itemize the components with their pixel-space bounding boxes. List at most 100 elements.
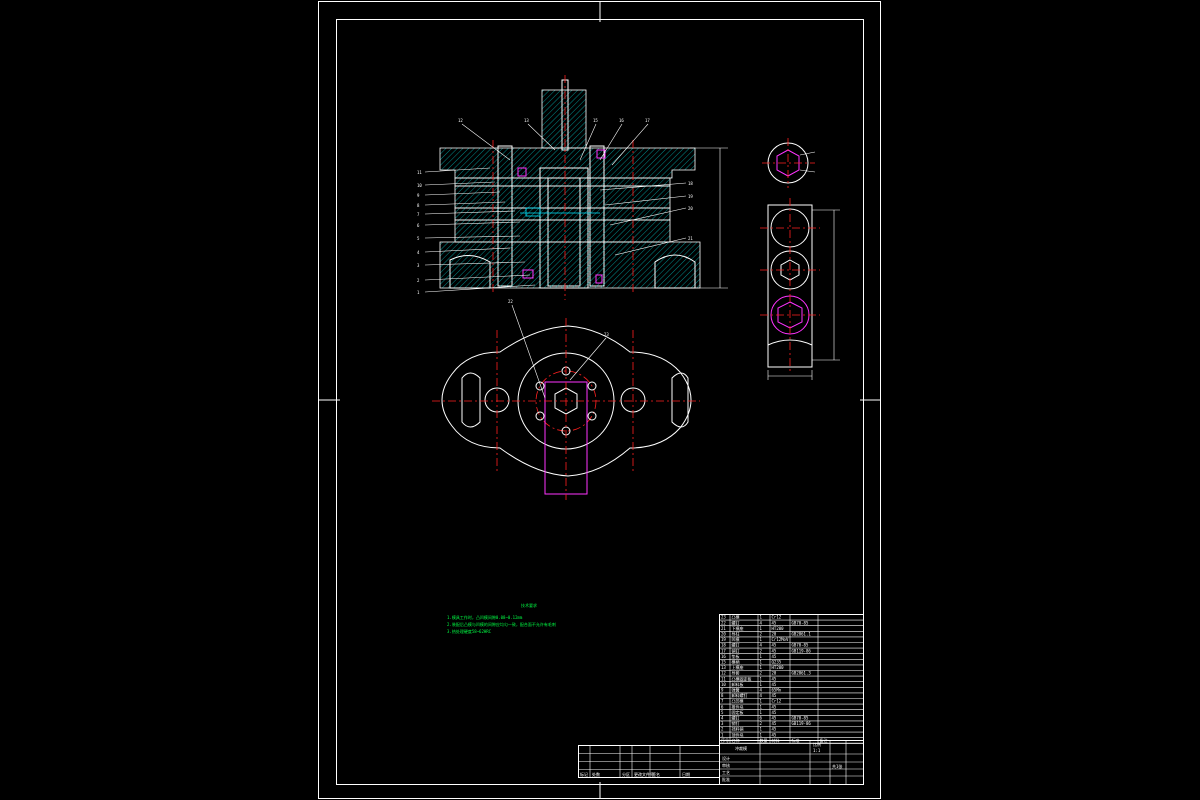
parts-row-cell: 螺钉	[732, 619, 740, 625]
parts-table-frame	[719, 614, 864, 744]
note-line-2: 2.装配后凸模与凹模的间隙应均匀一致，配合面不允许有毛刺	[447, 621, 556, 627]
balloons-right: 18 19 20 21	[599, 181, 693, 256]
revision-block: 标记 处数 分区 更改文件号 签名 日期	[578, 745, 720, 778]
balloon-11: 11	[417, 170, 422, 175]
parts-row-cell: 3	[721, 721, 724, 726]
balloon-17: 17	[645, 118, 650, 123]
balloon-22: 22	[508, 299, 513, 304]
parts-row-cell: 45	[772, 727, 777, 732]
parts-row-cell: 凸模固定板	[732, 675, 752, 681]
parts-row-cell: 4	[760, 688, 763, 693]
balloon-18: 18	[688, 181, 693, 186]
parts-row-cell: 4	[760, 643, 763, 648]
shank	[541, 89, 587, 149]
bolt-hole-6	[535, 381, 545, 391]
parts-header-cell: 材料	[772, 737, 780, 743]
slot-left	[461, 372, 481, 428]
parts-row-cell: 推件块	[732, 703, 744, 709]
parts-row-cell: 20	[721, 632, 726, 637]
parts-row-cell: 凹模	[732, 636, 740, 642]
sheet-inner-border	[336, 19, 864, 785]
parts-row-cell: 12	[721, 671, 726, 676]
strip-layout	[760, 198, 840, 380]
parts-row-cell: 9	[721, 688, 724, 693]
die-set-outline	[441, 325, 692, 477]
parts-row-cell: HT200	[772, 665, 785, 670]
parts-row-cell: 45	[772, 676, 777, 681]
backing-plate	[454, 177, 671, 187]
screw-upper	[517, 167, 527, 177]
bolt-hole-3	[587, 411, 597, 421]
parts-row-cell: 1	[760, 660, 763, 665]
parts-row-cell: HT200	[772, 626, 785, 631]
balloon-9: 9	[417, 193, 420, 198]
rev-col-mark: 标记	[580, 771, 588, 777]
parts-row-cell: 固定板	[732, 709, 744, 715]
parts-row-cell: 导柱	[732, 631, 740, 637]
parts-header-cell: 名称	[732, 737, 740, 743]
parts-row-cell: 1	[760, 727, 763, 732]
parts-header-cell: 数量	[760, 737, 768, 743]
parts-row-cell: GB70-85	[792, 620, 809, 625]
parts-row-cell: 1	[760, 704, 763, 709]
parts-row-cell: 1	[760, 654, 763, 659]
parts-row-cell: 1	[760, 699, 763, 704]
balloon-19: 19	[688, 194, 693, 199]
parts-row-cell: 1	[760, 682, 763, 687]
balloon-15: 15	[593, 118, 598, 123]
note-line-3: 3.热处理硬度58~62HRC	[447, 628, 492, 634]
parts-header-cell: 备注	[820, 737, 828, 743]
title-block-title: 冲裁模	[735, 745, 747, 751]
balloon-7: 7	[417, 212, 420, 217]
parts-row-cell: 销钉	[732, 720, 740, 726]
balloons-top: 12 13 15 16 17	[458, 118, 650, 166]
screw-lower-right	[595, 274, 603, 284]
balloon-4: 4	[417, 250, 420, 255]
parts-row-cell: 导套	[732, 670, 740, 676]
parts-row-cell: 2	[760, 648, 763, 653]
lower-flange-right	[654, 254, 696, 289]
stripper-plate	[454, 207, 671, 221]
parts-row-cell: 45	[772, 721, 777, 726]
lower-die-set	[439, 241, 701, 289]
parts-row-cell: 22	[721, 620, 726, 625]
balloon-5: 5	[417, 236, 420, 241]
balloon-12: 12	[458, 118, 463, 123]
balloon-13: 13	[524, 118, 529, 123]
balloon-2: 2	[417, 278, 420, 283]
parts-row-cell: 螺钉	[732, 715, 740, 721]
technical-notes: 技术要求 1.模具工作时，凸凹模间隙0.08~0.12mm 2.装配后凸模与凹模…	[447, 602, 556, 634]
parts-row-cell: 2	[760, 671, 763, 676]
punch-plate	[454, 185, 671, 209]
balloon-8: 8	[417, 203, 420, 208]
parts-row-cell: 2	[760, 721, 763, 726]
leaders-left	[424, 167, 536, 293]
rev-col-docno: 更改文件号	[634, 771, 654, 777]
parts-row-cell: 4	[760, 693, 763, 698]
sheet-outer-border	[318, 1, 881, 799]
row-label-process: 工艺	[722, 770, 730, 775]
parts-row-cell: GB119-86	[792, 721, 812, 726]
row-label-check: 审核	[722, 762, 730, 768]
title-block: 冲裁模 比例 1:1 共1张 设计 审核 工艺 批准	[719, 740, 864, 785]
balloon-1: 1	[417, 290, 420, 295]
parts-row-cell: 45	[772, 704, 777, 709]
parts-row-cell: 卸料螺钉	[732, 692, 748, 698]
parts-row-cell: 45	[772, 710, 777, 715]
parts-row-cell: 15	[721, 660, 726, 665]
section-view	[439, 75, 728, 300]
parts-row-cell: 垫板	[732, 653, 740, 659]
part-detail-circle	[762, 138, 816, 188]
parts-row-cell: 45	[772, 643, 777, 648]
parts-row-cell: 1	[760, 637, 763, 642]
parts-row-cell: 2	[721, 727, 724, 732]
parts-row-cell: 1	[760, 732, 763, 737]
balloon-6: 6	[417, 223, 420, 228]
parts-row-cell: 13	[721, 665, 726, 670]
balloon-3: 3	[417, 263, 420, 268]
parts-header-cell: 序号	[721, 737, 729, 743]
parts-row-cell: GB70-85	[792, 643, 809, 648]
screw-lower-left	[522, 269, 534, 279]
parts-row-cell: 下模座	[732, 625, 744, 631]
parts-row-cell: 4	[760, 620, 763, 625]
